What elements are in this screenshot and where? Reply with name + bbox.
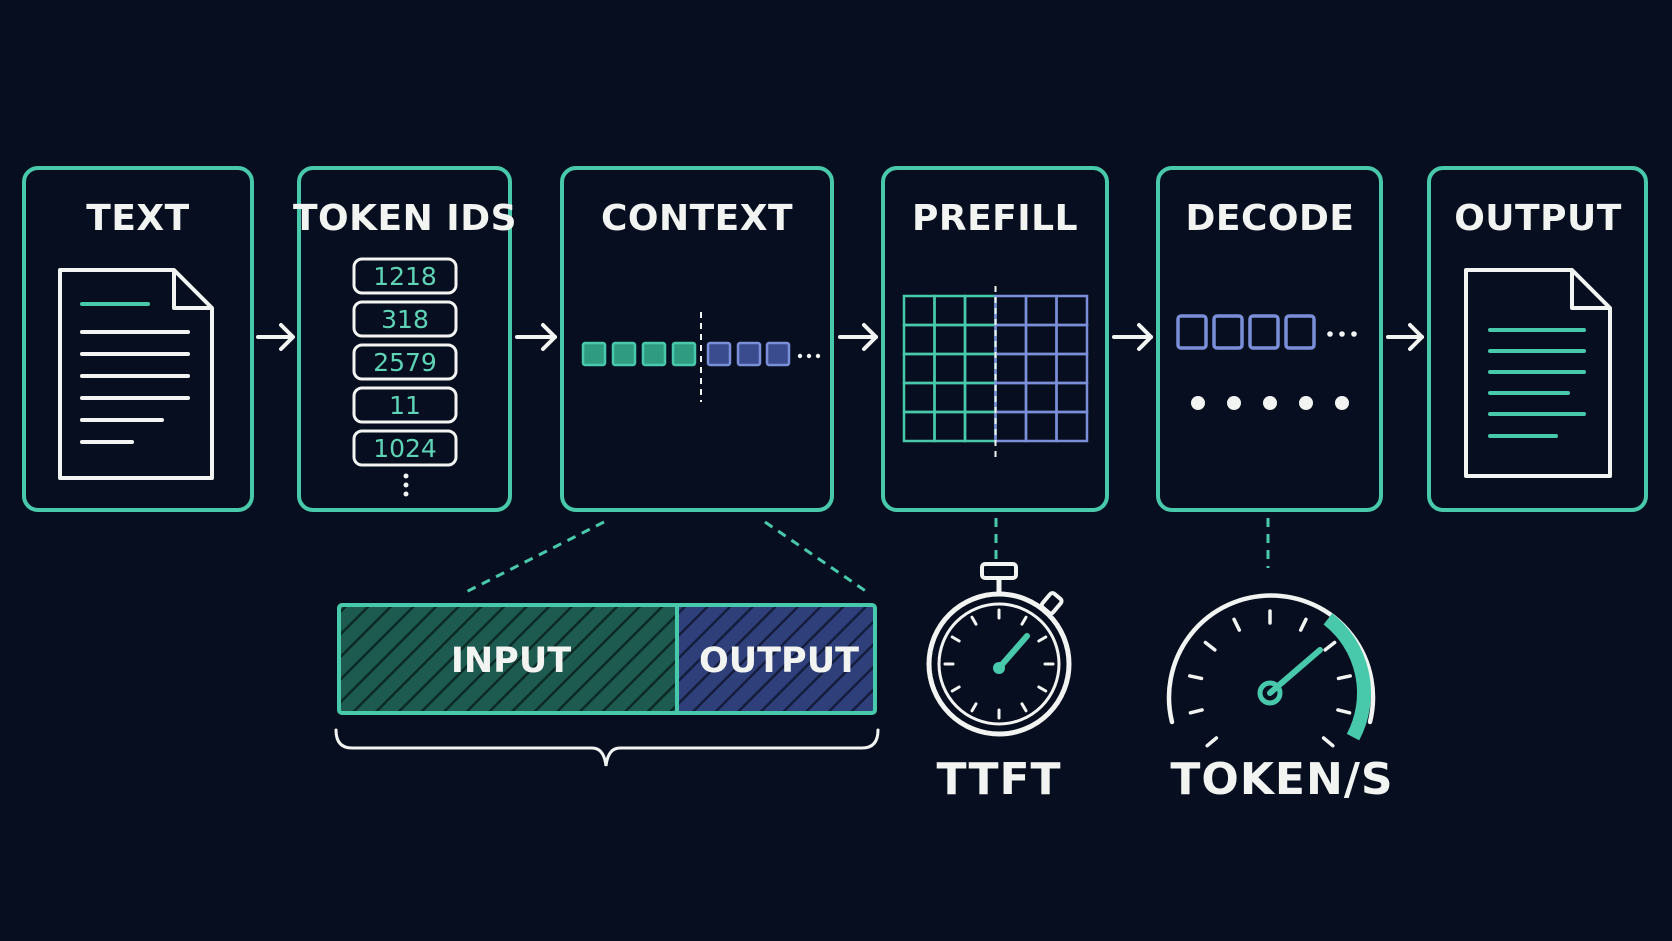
output-segment <box>677 605 875 713</box>
more-tokens-ellipsis <box>1327 331 1357 337</box>
ttft-metric: TTFT <box>926 518 1072 805</box>
input-segment <box>339 605 677 713</box>
grid-cell <box>994 323 1028 356</box>
grid-cell <box>902 410 936 443</box>
grid-cell <box>902 381 936 414</box>
grid-cell <box>994 294 1028 327</box>
stage-output: OUTPUT <box>1427 166 1648 512</box>
more-tokens-ellipsis <box>797 353 821 359</box>
document-icon <box>1464 268 1612 478</box>
input-segment-label: INPUT <box>451 641 571 681</box>
generated-token <box>1284 314 1316 350</box>
grid-cell <box>994 410 1028 443</box>
generated-token <box>1212 314 1244 350</box>
token-id-value: 11 <box>389 391 421 420</box>
flow-arrows <box>256 323 1424 351</box>
grid-cell <box>933 323 967 356</box>
speedometer-icon <box>1166 593 1376 748</box>
grid-cell <box>1024 381 1058 414</box>
grid-cell <box>963 381 997 414</box>
grid-cell <box>933 294 967 327</box>
grid-cell <box>902 323 936 356</box>
arrow-right-icon <box>1386 323 1424 351</box>
grid-cell <box>1024 410 1058 443</box>
context-window-bar: INPUT OUTPUT <box>337 603 877 715</box>
stage-title-decode: DECODE <box>1186 198 1355 239</box>
token-id-value: 1218 <box>373 262 437 291</box>
grid-cell <box>963 410 997 443</box>
generated-token <box>1176 314 1208 350</box>
stage-title-text: TEXT <box>86 198 189 239</box>
stage-token-ids: TOKEN IDS 1218 318 2579 11 1024 <box>293 166 517 512</box>
throughput-label: TOKEN/S <box>1170 754 1393 805</box>
input-token <box>641 341 667 367</box>
stage-context: CONTEXT <box>560 166 834 512</box>
stage-title-token-ids: TOKEN IDS <box>293 198 517 239</box>
grid-cell <box>1055 381 1089 414</box>
output-token <box>765 341 791 367</box>
token-id-value: 1024 <box>373 434 437 463</box>
stage-text: TEXT <box>22 166 254 512</box>
grid-cell <box>933 381 967 414</box>
grid-cell <box>933 410 967 443</box>
token-id-value: 318 <box>381 305 429 334</box>
grid-cell <box>963 352 997 385</box>
grid-cell <box>963 294 997 327</box>
decode-steps-dots <box>1191 396 1349 410</box>
grid-cell <box>994 381 1028 414</box>
grid-cell <box>1024 352 1058 385</box>
generated-token <box>1248 314 1280 350</box>
stage-prefill: PREFILL <box>881 166 1109 512</box>
token-id-value: 2579 <box>373 348 437 377</box>
arrow-right-icon <box>256 323 295 351</box>
arrow-right-icon <box>838 323 878 351</box>
grid-cell <box>1055 352 1089 385</box>
ttft-label: TTFT <box>936 754 1061 805</box>
grid-cell <box>1055 323 1089 356</box>
context-brace <box>334 728 880 767</box>
token-list-icon: 1218 318 2579 11 1024 <box>352 257 458 497</box>
document-icon <box>58 268 214 480</box>
token-sequence-icon <box>581 312 821 402</box>
grid-cell <box>1055 294 1089 327</box>
more-tokens-ellipsis <box>403 473 409 497</box>
token-id-chip: 1218 <box>352 257 458 295</box>
grid-cell <box>902 352 936 385</box>
output-token <box>736 341 762 367</box>
stage-decode: DECODE <box>1156 166 1383 512</box>
grid-cell <box>933 352 967 385</box>
arrow-right-icon <box>1112 323 1153 351</box>
grid-cell <box>1055 410 1089 443</box>
token-id-chip: 11 <box>352 386 458 424</box>
arrow-right-icon <box>515 323 557 351</box>
input-token <box>611 341 637 367</box>
stage-title-context: CONTEXT <box>601 198 793 239</box>
token-id-chip: 1024 <box>352 429 458 467</box>
throughput-metric: TOKEN/S <box>1166 518 1393 805</box>
output-segment-label: OUTPUT <box>699 641 859 681</box>
grid-cell <box>994 352 1028 385</box>
stopwatch-icon <box>926 562 1072 737</box>
grid-cell <box>1024 294 1058 327</box>
stage-title-prefill: PREFILL <box>912 198 1078 239</box>
attention-grid-icon <box>902 286 1089 458</box>
stage-title-output: OUTPUT <box>1454 198 1622 239</box>
token-id-chip: 2579 <box>352 343 458 381</box>
input-token <box>671 341 697 367</box>
output-token <box>706 341 732 367</box>
grid-cell <box>963 323 997 356</box>
input-token <box>581 341 607 367</box>
grid-cell <box>1024 323 1058 356</box>
grid-cell <box>902 294 936 327</box>
generation-icon <box>1176 314 1357 410</box>
token-id-chip: 318 <box>352 300 458 338</box>
context-zoom-lines <box>465 520 871 596</box>
